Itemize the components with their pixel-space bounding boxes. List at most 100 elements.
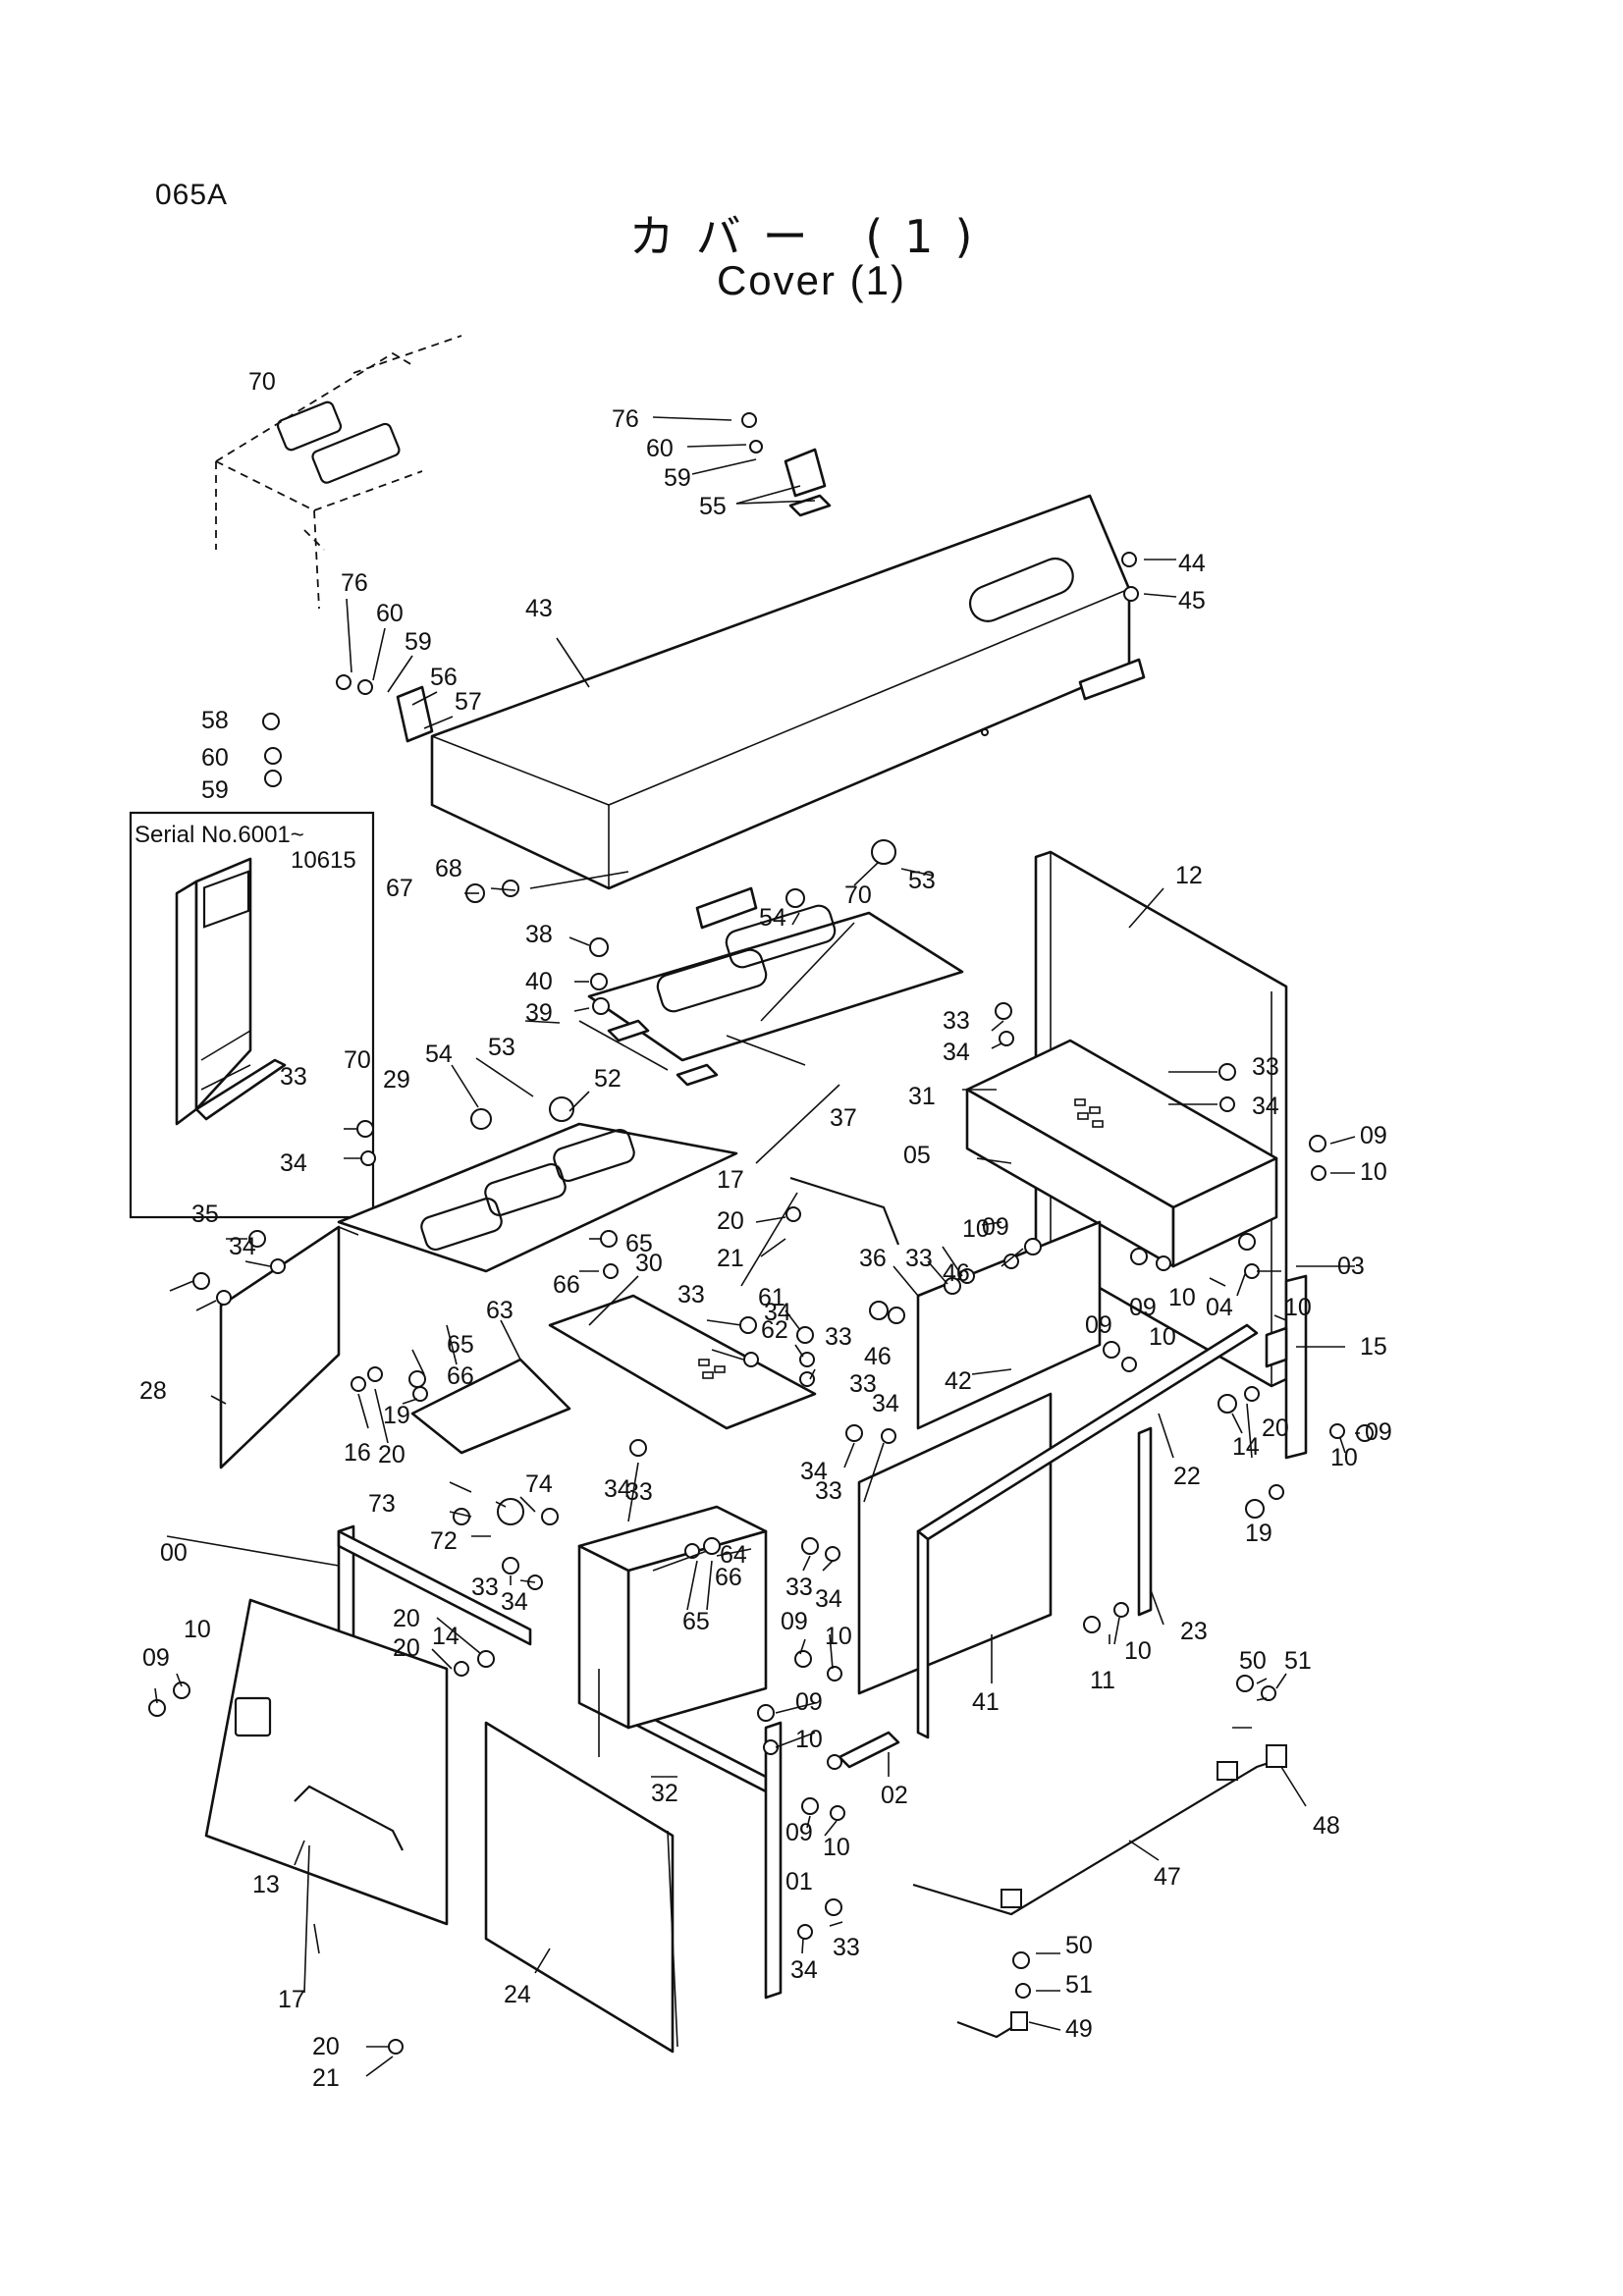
handle-upper	[789, 1176, 900, 1246]
callout-label: 04	[1206, 1294, 1233, 1321]
callout-label: 24	[504, 1981, 531, 2008]
callout-label: 09	[1129, 1294, 1157, 1321]
frame-structure	[337, 1505, 783, 2000]
callout-label: 09	[982, 1213, 1009, 1241]
callout-label: 03	[1337, 1253, 1365, 1280]
callout-label: 10	[1149, 1323, 1176, 1351]
callout-label: 34	[815, 1585, 842, 1613]
callout-label: 60	[646, 435, 674, 462]
callout-label: 60	[376, 600, 404, 627]
callout-label: 51	[1065, 1971, 1093, 1999]
callout-label: 09	[795, 1688, 823, 1716]
callout-label: 22	[1173, 1463, 1201, 1490]
callout-label: 33	[905, 1245, 933, 1272]
callout-label: 70	[248, 368, 276, 396]
support-rod	[912, 1744, 1287, 1916]
callout-label: 33	[1252, 1053, 1279, 1081]
hinges	[396, 448, 1288, 1368]
callout-label: 66	[553, 1271, 580, 1299]
callout-label: 30	[635, 1250, 663, 1277]
callout-label: 59	[405, 628, 432, 656]
callout-label: 33	[833, 1934, 860, 1961]
callout-labels: 70 76 60 59 55 44 45 43 76 60 59 56 57 5…	[139, 368, 1392, 2092]
callout-label: 32	[651, 1780, 678, 1807]
callout-label: 17	[278, 1986, 305, 2013]
callout-label: 14	[1232, 1433, 1260, 1461]
callout-label: 36	[859, 1245, 887, 1272]
callout-label: 16	[344, 1439, 371, 1467]
callout-label: 50	[1239, 1647, 1267, 1675]
callout-label: 10	[823, 1834, 850, 1861]
callout-label: 33	[471, 1574, 499, 1601]
vent-slot-pattern	[698, 1359, 726, 1379]
page-code: 065A	[155, 179, 229, 211]
callout-label: 05	[903, 1142, 931, 1169]
callout-label: 10	[1124, 1637, 1152, 1665]
callout-label: 29	[383, 1066, 410, 1094]
left-side-panel	[219, 1225, 359, 1469]
callout-label: 09	[1360, 1122, 1387, 1149]
callout-label: 33	[815, 1477, 842, 1505]
callout-label: 09	[785, 1819, 813, 1846]
small-bracket-plate	[410, 1358, 571, 1455]
callout-label: 13	[252, 1871, 280, 1898]
inset-serial-line2: 10615	[291, 847, 356, 874]
callout-label: 10	[184, 1616, 211, 1643]
callout-label: 46	[864, 1343, 892, 1370]
callout-label: 33	[849, 1370, 877, 1398]
callout-label: 58	[201, 707, 229, 734]
callout-label: 33	[677, 1281, 705, 1308]
hood-cover	[430, 494, 1131, 890]
leader-lines	[154, 416, 1360, 2077]
callout-label: 34	[872, 1390, 899, 1417]
callout-label: 00	[160, 1539, 188, 1567]
callout-label: 20	[312, 2033, 340, 2060]
callout-label: 37	[830, 1104, 857, 1132]
callout-label: 65	[682, 1608, 710, 1635]
callout-label: 38	[525, 921, 553, 948]
callout-label: 66	[715, 1564, 742, 1591]
small-bracket-49	[956, 2011, 1028, 2039]
callout-label: 40	[525, 968, 553, 995]
box-cover	[965, 1039, 1278, 1268]
callout-label: 46	[943, 1259, 970, 1287]
callout-label: 59	[664, 464, 691, 492]
callout-label: 64	[720, 1541, 747, 1569]
callout-label: 67	[386, 875, 413, 902]
callout-label: 45	[1178, 587, 1206, 614]
callout-label: 39	[525, 999, 553, 1027]
callout-label: 51	[1284, 1647, 1312, 1675]
callout-label: 34	[790, 1956, 818, 1984]
callout-label: 02	[881, 1782, 908, 1809]
callout-label: 33	[280, 1063, 307, 1091]
callout-label: 34	[764, 1299, 791, 1326]
center-floor-plate	[548, 1294, 817, 1430]
callout-label: 48	[1313, 1812, 1340, 1840]
callout-label: 47	[1154, 1863, 1181, 1891]
callout-label: 65	[625, 1230, 653, 1257]
callout-label: 19	[383, 1402, 410, 1429]
fasteners	[148, 412, 1374, 2055]
callout-label: 43	[525, 595, 553, 622]
callout-label: 63	[486, 1297, 514, 1324]
title-english: Cover (1)	[716, 257, 907, 303]
callout-label: 52	[594, 1065, 622, 1093]
callout-label: 17	[717, 1166, 744, 1194]
callout-label: 34	[280, 1149, 307, 1177]
callout-label: 10	[825, 1623, 852, 1650]
callout-label: 34	[604, 1475, 631, 1503]
callout-label: 33	[785, 1574, 813, 1601]
callout-label: 28	[139, 1377, 167, 1405]
callout-label: 10	[1168, 1284, 1196, 1311]
callout-label: 34	[1252, 1093, 1279, 1120]
callout-label: 41	[972, 1688, 1000, 1716]
callout-label: 11	[1090, 1667, 1115, 1694]
callout-label: 01	[785, 1868, 813, 1896]
callout-label: 72	[430, 1527, 458, 1555]
callout-label: 33	[825, 1323, 852, 1351]
callout-label: 62	[761, 1316, 788, 1344]
callout-label: 10	[795, 1726, 823, 1753]
top-plate	[587, 904, 964, 1062]
callout-label: 15	[1360, 1333, 1387, 1361]
